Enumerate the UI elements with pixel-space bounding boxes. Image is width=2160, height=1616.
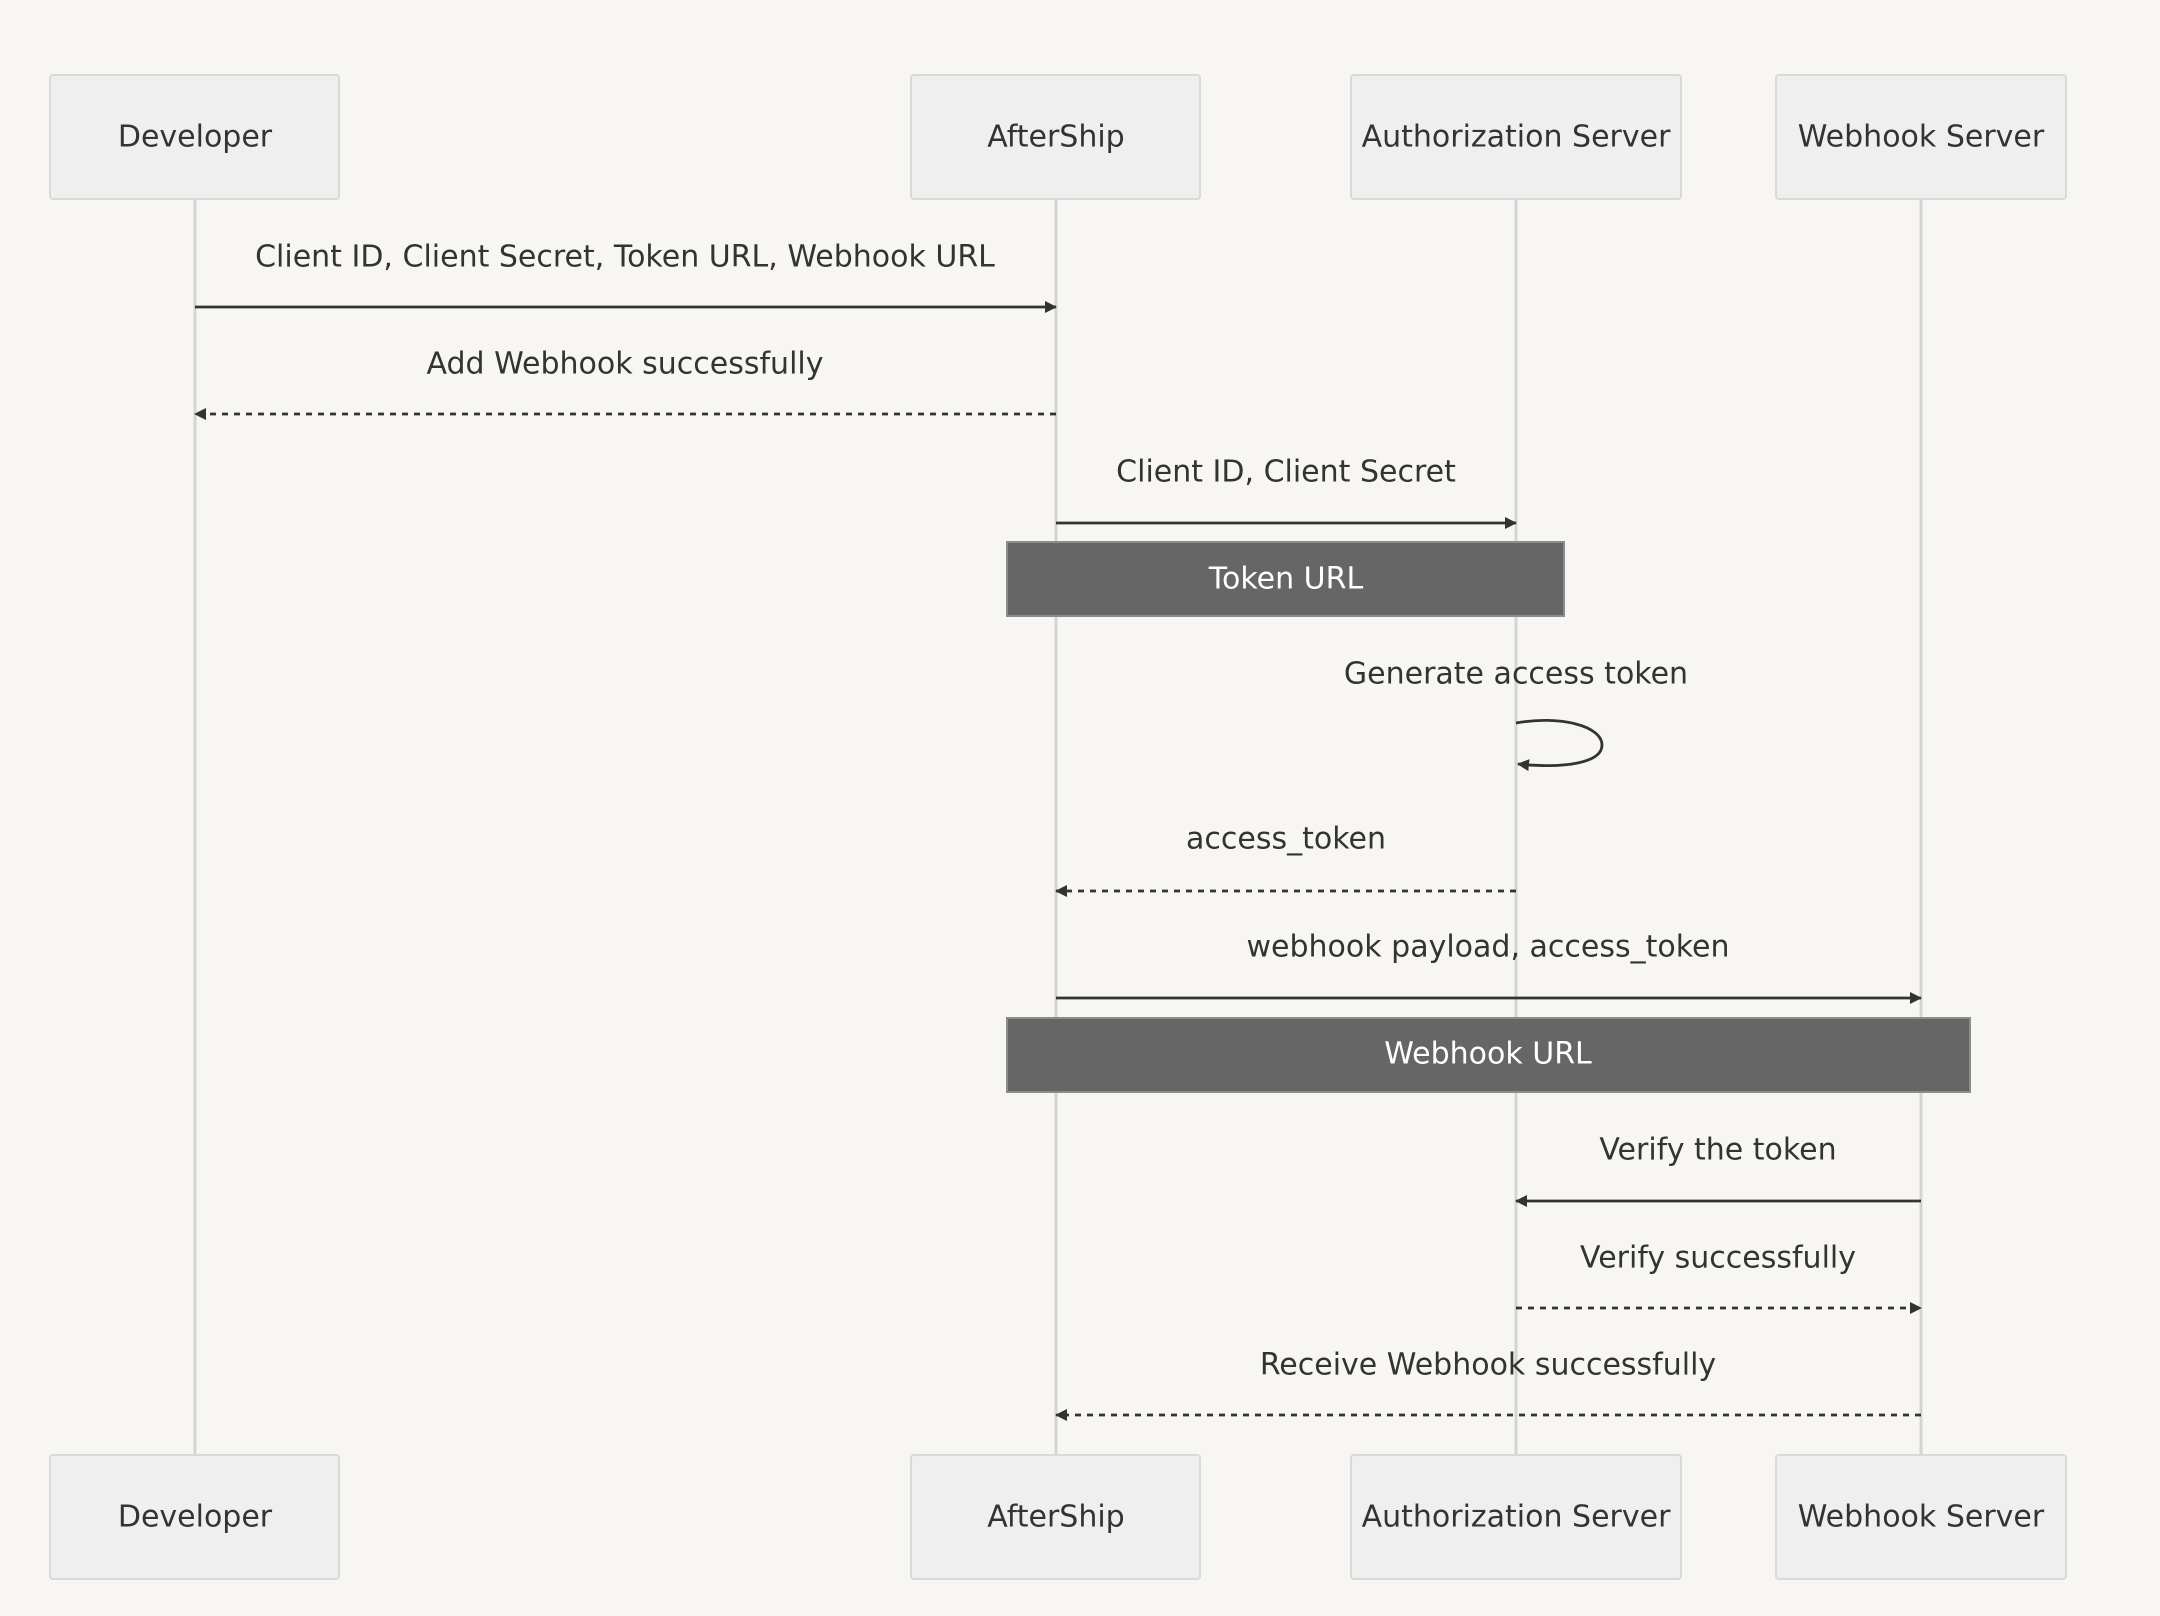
- message-client-id-secret: Client ID, Client Secret: [1056, 455, 1517, 529]
- note-token-url: Token URL: [1006, 541, 1565, 617]
- message-label: Verify the token: [1599, 1133, 1836, 1168]
- actor-label: AfterShip: [987, 1500, 1124, 1535]
- message-label: webhook payload, access_token: [1246, 930, 1729, 965]
- message-label: Client ID, Client Secret, Token URL, Web…: [255, 240, 995, 275]
- actor-label: Webhook Server: [1798, 120, 2045, 155]
- message-label: Client ID, Client Secret: [1116, 455, 1456, 490]
- actors-bottom: Developer AfterShip Authorization Server…: [49, 1454, 2067, 1580]
- actor-label: Webhook Server: [1798, 1500, 2045, 1535]
- actor-label: Developer: [118, 1500, 273, 1535]
- message-add-webhook-successfully: Add Webhook successfully: [194, 347, 1056, 420]
- actor-developer-top: Developer: [49, 74, 340, 200]
- message-client-credentials: Client ID, Client Secret, Token URL, Web…: [195, 240, 1057, 313]
- message-webhook-payload: webhook payload, access_token: [1056, 930, 1922, 1004]
- actor-webhook-server-top: Webhook Server: [1775, 74, 2067, 200]
- actor-webhook-server-bottom: Webhook Server: [1775, 1454, 2067, 1580]
- message-verify-token: Verify the token: [1515, 1133, 1921, 1207]
- message-label: Generate access token: [1344, 657, 1688, 692]
- actor-label: Authorization Server: [1362, 120, 1672, 155]
- actors-top: Developer AfterShip Authorization Server…: [49, 74, 2067, 200]
- message-label: access_token: [1186, 822, 1386, 857]
- actor-aftership-top: AfterShip: [910, 74, 1201, 200]
- actor-authorization-server-bottom: Authorization Server: [1350, 1454, 1682, 1580]
- actor-authorization-server-top: Authorization Server: [1350, 74, 1682, 200]
- lifelines: [193, 200, 1923, 1455]
- actor-label: Authorization Server: [1362, 1500, 1672, 1535]
- actor-label: Developer: [118, 120, 273, 155]
- message-self-arrow: [1515, 719, 1604, 772]
- message-label: Add Webhook successfully: [426, 347, 823, 382]
- note-webhook-url: Webhook URL: [1006, 1017, 1971, 1093]
- note-label: Token URL: [1208, 562, 1364, 597]
- actor-label: AfterShip: [987, 120, 1124, 155]
- message-label: Verify successfully: [1580, 1241, 1856, 1276]
- message-generate-access-token: Generate access token: [1344, 657, 1688, 772]
- message-receive-webhook-successfully: Receive Webhook successfully: [1055, 1348, 1921, 1421]
- messages: Client ID, Client Secret, Token URL, Web…: [194, 240, 1971, 1421]
- actor-developer-bottom: Developer: [49, 1454, 340, 1580]
- message-access-token: access_token: [1055, 822, 1516, 897]
- actor-aftership-bottom: AfterShip: [910, 1454, 1201, 1580]
- message-verify-successfully: Verify successfully: [1516, 1241, 1922, 1314]
- message-label: Receive Webhook successfully: [1260, 1348, 1716, 1383]
- note-label: Webhook URL: [1384, 1037, 1592, 1072]
